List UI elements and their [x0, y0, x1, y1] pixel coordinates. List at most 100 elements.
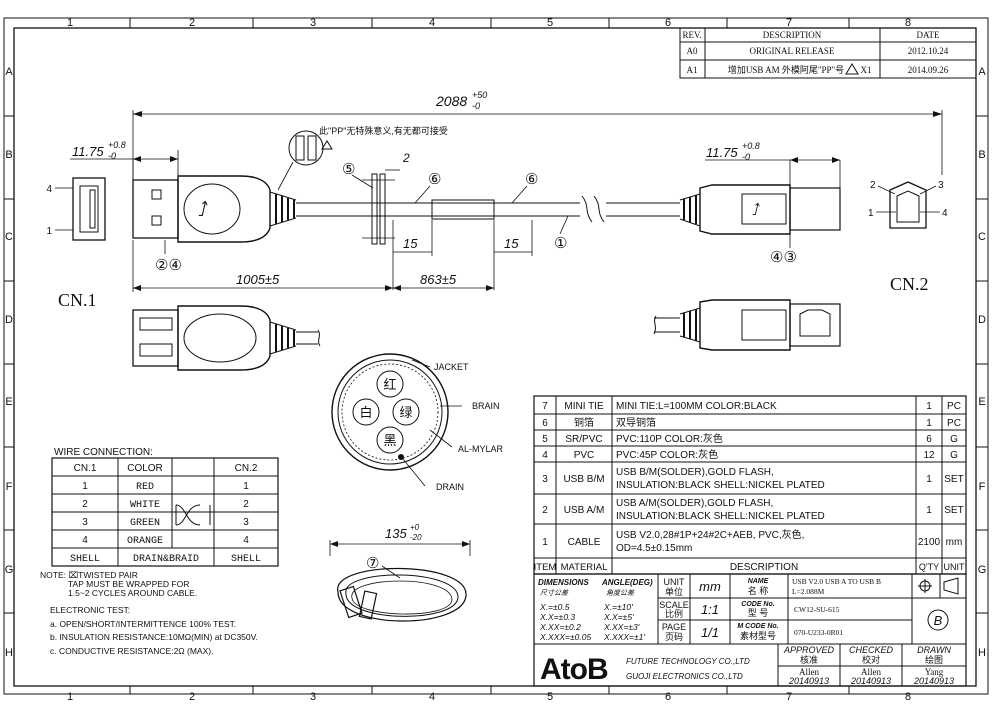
- note-c: c. CONDUCTIVE RESISTANCE:2Ω (MAX).: [50, 646, 213, 656]
- bom-desc: USB V2.0,28#1P+24#2C+AEB, PVC,灰色,: [616, 528, 804, 541]
- col-marker: 6: [665, 17, 671, 29]
- wire-cell: 1: [243, 481, 249, 492]
- notes: NOTE: ⌧TWISTED PAIR TAP MUST BE WRAPPED …: [40, 570, 258, 656]
- mylar-label: AL-MYLAR: [458, 444, 504, 454]
- bom-item: 5: [542, 434, 548, 445]
- dimensions-cn: 尺寸公差: [540, 589, 569, 597]
- row-marker: A: [5, 66, 13, 78]
- bom-header-item: ITEM: [534, 562, 557, 573]
- scale-label: SCALE: [659, 600, 689, 610]
- angle-cn: 角度公差: [606, 589, 635, 597]
- row-marker: E: [5, 396, 12, 408]
- bom-unit: G: [950, 434, 958, 445]
- name-cn: 名 称: [748, 585, 769, 596]
- drawn-label: DRAWN: [917, 645, 951, 655]
- bom-desc: USB B/M(SOLDER),GOLD FLASH,: [616, 467, 774, 478]
- bom-qty: 1: [926, 505, 932, 516]
- overall-length-dim: 2088 +50 -0: [132, 90, 943, 180]
- wire-cell: WHITE: [130, 500, 160, 511]
- dim-15-right: 15: [504, 236, 519, 251]
- col-marker: 3: [310, 691, 316, 703]
- right-plug-dim: 11.75 +0.8 -0: [705, 141, 841, 188]
- col-marker: 2: [189, 691, 195, 703]
- rev-header-date: DATE: [917, 30, 940, 40]
- bom-material: USB B/M: [563, 474, 604, 485]
- row-marker: H: [978, 647, 986, 659]
- row-marker: G: [5, 564, 14, 576]
- right-dim-value: 11.75: [706, 145, 738, 160]
- row-marker: F: [6, 481, 13, 493]
- wire-cell: 1: [82, 481, 88, 492]
- cn2-pin-1: 1: [868, 208, 874, 219]
- overall-length-value: 2088: [435, 93, 467, 109]
- left-dim-tol-upper: +0.8: [108, 140, 126, 150]
- wire-cell: RED: [136, 482, 154, 493]
- bom-qty: 1: [926, 474, 932, 485]
- page-label: PAGE: [662, 622, 686, 632]
- right-dim-tol-lower: -0: [742, 152, 750, 162]
- bom-material: SR/PVC: [565, 434, 602, 445]
- revision-table: REV. DESCRIPTION DATE A0 ORIGINAL RELEAS…: [679, 27, 977, 79]
- note-twisted: NOTE: ⌧TWISTED PAIR: [40, 570, 138, 580]
- ang-2: X.X=±5': [603, 612, 634, 622]
- wire-cell: 2: [82, 499, 88, 510]
- rev-circle: [927, 609, 949, 631]
- wire-green-label: 绿: [399, 405, 412, 420]
- projection-symbol-icon: [918, 577, 959, 595]
- usb-b-plug-bottom: [653, 299, 841, 351]
- tol-4: X.XXX=±0.05: [539, 632, 591, 642]
- col-marker: 2: [189, 17, 195, 29]
- bom-item: 4: [542, 450, 548, 461]
- grid-row-markers: A B C D E F G H A B C D E F G H: [5, 66, 987, 659]
- bom-desc: INSULATION:BLACK SHELL:NICKEL PLATED: [616, 511, 825, 522]
- bom-desc: INSULATION:BLACK SHELL:NICKEL PLATED: [616, 480, 825, 491]
- scale-value: 1:1: [701, 602, 719, 617]
- balloon-1: ①: [554, 235, 567, 252]
- bom-qty: 1: [926, 401, 932, 412]
- row-marker: A: [978, 66, 986, 78]
- wire-cell: SHELL: [231, 554, 261, 565]
- bom-qty: 1: [926, 418, 932, 429]
- left-dim-value: 11.75: [72, 144, 104, 159]
- revision-triangle-icon: [845, 63, 859, 75]
- bom-desc: MINI TIE:L=100MM COLOR:BLACK: [616, 401, 777, 412]
- row-marker: D: [5, 314, 13, 326]
- wire-connection: WIRE CONNECTION: CN.1 COLOR CN.2 1 RED 1…: [51, 447, 279, 567]
- col-marker: 5: [547, 17, 553, 29]
- wire-header: COLOR: [127, 463, 163, 474]
- note-tap2: 1.5~2 CYCLES AROUND CABLE.: [68, 588, 197, 598]
- mcode-label: M CODE No.: [737, 623, 778, 630]
- col-marker: 7: [786, 17, 792, 29]
- drawn-date: 20140913: [913, 676, 954, 686]
- bom-table: 7 MINI TIE MINI TIE:L=100MM COLOR:BLACK …: [533, 395, 967, 575]
- rev-cell-rev: A0: [687, 46, 698, 56]
- rev-cell-date: 2012.10.24: [908, 46, 949, 56]
- dimensions-label: DIMENSIONS: [538, 578, 589, 587]
- right-dim-tol-upper: +0.8: [742, 141, 760, 151]
- bom-item: 1: [542, 537, 548, 548]
- cn1-pin-4: 4: [46, 184, 52, 195]
- bom-material: USB A/M: [564, 505, 605, 516]
- checked-date: 20140913: [850, 676, 891, 686]
- approved-name: Allen: [799, 667, 819, 677]
- row-marker: C: [978, 231, 986, 243]
- note-b: b. INSULATION RESISTANCE:10MΩ(MIN) at DC…: [50, 632, 258, 642]
- cn2-label: CN.2: [890, 274, 929, 294]
- drawn-cn: 绘图: [925, 654, 943, 665]
- col-marker: 1: [67, 691, 73, 703]
- bom-header-qty: Q'TY: [919, 562, 939, 572]
- bom-material: CABLE: [568, 537, 601, 548]
- balloon-2-4: ②④: [155, 257, 182, 274]
- approved-date: 20140913: [788, 676, 829, 686]
- checked-label: CHECKED: [849, 645, 894, 655]
- cn2-pin-4: 4: [942, 208, 948, 219]
- braid-label: BRAIN: [472, 401, 500, 411]
- jacket-label: JACKET: [434, 362, 469, 372]
- wire-header: CN.1: [74, 463, 97, 474]
- page-cn: 页码: [665, 632, 683, 642]
- bom-material: PVC: [574, 450, 595, 461]
- row-marker: F: [979, 481, 986, 493]
- rev-cell-date: 2014.09.26: [908, 65, 949, 75]
- tol-1: X.=±0.5: [539, 602, 570, 612]
- ang-4: X.XXX=±1': [603, 632, 645, 642]
